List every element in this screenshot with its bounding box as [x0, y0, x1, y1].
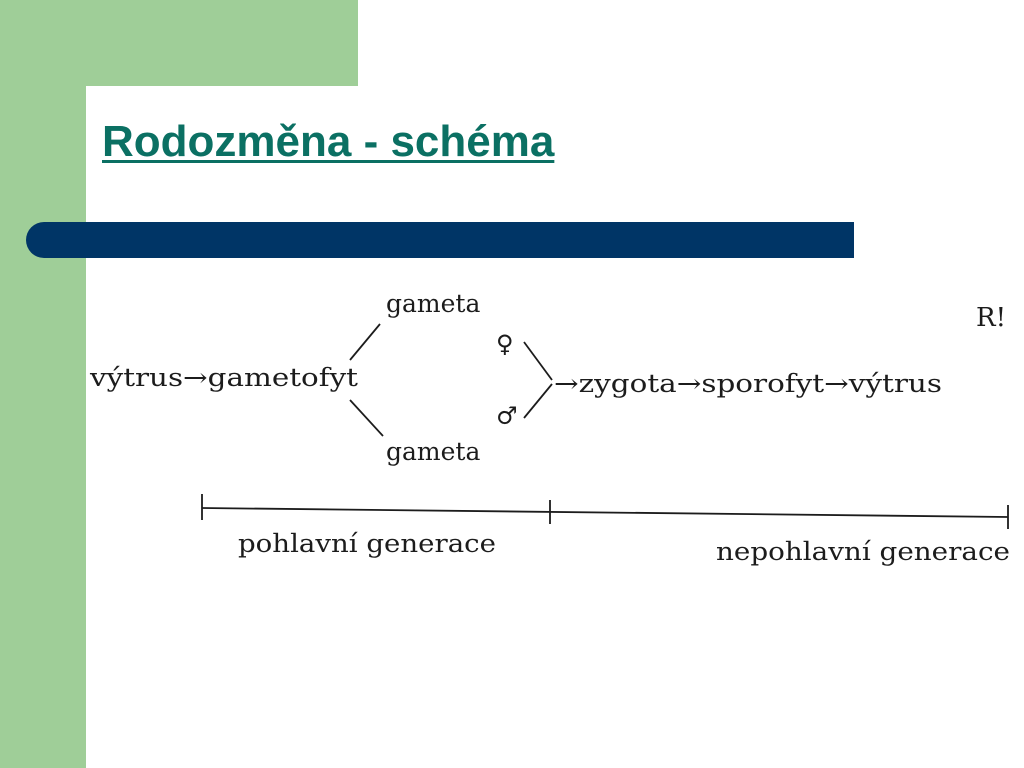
- diagram-start-text: výtrus→gametofyt: [89, 363, 358, 392]
- header-accent: [0, 0, 358, 86]
- split-line-top: [349, 323, 381, 361]
- title-divider-bar: [26, 222, 854, 258]
- merge-line-bottom: [523, 383, 553, 419]
- gamete-bottom-text: gameta: [386, 437, 480, 466]
- gamete-top-text: gameta: [386, 289, 480, 318]
- generation-timeline: [201, 507, 1009, 518]
- split-line-bottom: [349, 399, 384, 437]
- female-symbol: ♀: [496, 330, 514, 358]
- merge-line-top: [523, 341, 553, 381]
- male-symbol: ♂: [496, 402, 518, 430]
- sidebar-accent: [0, 0, 86, 768]
- note-text: R!: [976, 303, 1006, 333]
- sexual-generation-label: pohlavní generace: [238, 529, 496, 558]
- asexual-generation-label: nepohlavní generace: [716, 537, 1010, 566]
- slide-title: Rodozměna - schéma: [102, 117, 555, 166]
- diagram-result-text: →zygota→sporofyt→výtrus: [554, 369, 942, 398]
